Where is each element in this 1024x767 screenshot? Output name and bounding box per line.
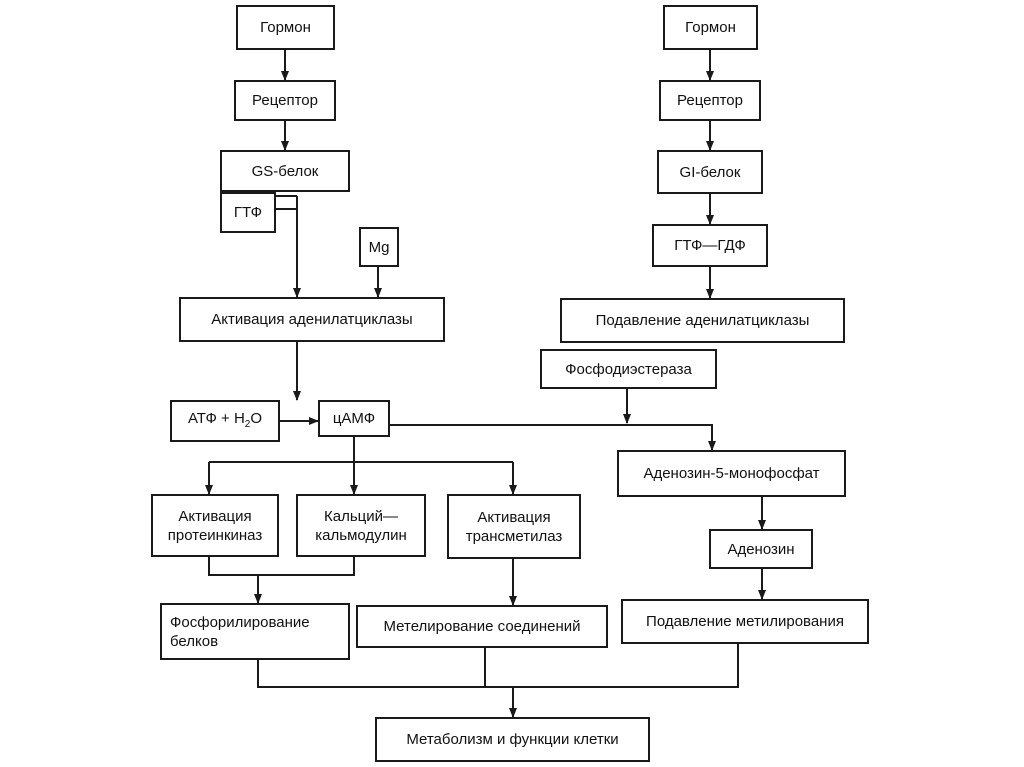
- metabolism-box: Метаболизм и функции клетки: [375, 717, 650, 762]
- atf-h2o-prefix: АТФ + H: [187, 409, 245, 427]
- activation-ac-box: Активация аденилатциклазы: [179, 297, 445, 342]
- suppression-ac-label: Подавление аденилатциклазы: [595, 312, 810, 329]
- atf-h2o-suffix: O: [250, 409, 263, 427]
- receptor-box-right: Рецептор: [659, 80, 761, 121]
- suppression-ac-box: Подавление аденилатциклазы: [560, 298, 845, 343]
- gs-protein-label: GS-белок: [251, 162, 319, 180]
- hormone-label-left: Гормон: [260, 19, 311, 36]
- mg-box: Mg: [359, 227, 399, 267]
- calcium-calmodulin-box: Кальций— кальмодулин: [296, 494, 426, 557]
- gtf-gdf-box: ГТФ—ГДФ: [652, 224, 768, 267]
- gtf-gdf-label: ГТФ—ГДФ: [674, 237, 746, 254]
- camp-label: цАМФ: [332, 410, 376, 427]
- phosphorylation-box: Фосфорилирование белков: [160, 603, 350, 660]
- adenosine-5-mp-label: Аденозин-5-монофосфат: [643, 465, 820, 482]
- receptor-label-left: Рецептор: [252, 92, 318, 109]
- camp-box: цАМФ: [318, 400, 390, 437]
- adenosine-box: Аденозин: [709, 529, 813, 569]
- act-transmethylases-box: Активация трансметилаз: [447, 494, 581, 559]
- gi-protein-label: GI-белок: [679, 163, 741, 181]
- gs-protein-box: GS-белок: [220, 150, 350, 192]
- mg-label: Mg: [368, 238, 390, 256]
- gtf-label-left: ГТФ: [233, 204, 263, 221]
- adenosine-5-mp-box: Аденозин-5-монофосфат: [617, 450, 846, 497]
- gi-protein-box: GI-белок: [657, 150, 763, 194]
- act-transmethylases-label: Активация трансметилаз: [465, 508, 563, 545]
- phosphorylation-label: Фосфорилирование белков: [170, 613, 310, 650]
- atf-h2o-label: АТФ + H2O: [188, 409, 262, 434]
- phosphodiesterase-label: Фосфодиэстераза: [565, 360, 692, 378]
- adenosine-label: Аденозин: [727, 540, 795, 558]
- hormone-box-right: Гормон: [663, 5, 758, 50]
- calcium-calmodulin-label: Кальций— кальмодулин: [315, 507, 407, 544]
- receptor-label-right: Рецептор: [677, 92, 743, 109]
- methylation-compounds-box: Метелирование соединений: [356, 605, 608, 648]
- suppression-methylation-label: Подавление метилирования: [646, 613, 844, 630]
- receptor-box-left: Рецептор: [234, 80, 336, 121]
- metabolism-label: Метаболизм и функции клетки: [406, 731, 619, 748]
- activation-ac-label: Активация аденилатциклазы: [211, 311, 413, 328]
- atf-h2o-subscript: 2: [244, 418, 251, 430]
- atf-h2o-box: АТФ + H2O: [170, 400, 280, 442]
- act-proteinkinases-label: Активация протеинкиназ: [167, 507, 263, 544]
- act-proteinkinases-box: Активация протеинкиназ: [151, 494, 279, 557]
- phosphodiesterase-box: Фосфодиэстераза: [540, 349, 717, 389]
- suppression-methylation-box: Подавление метилирования: [621, 599, 869, 644]
- gtf-box-left: ГТФ: [220, 192, 276, 233]
- hormone-label-right: Гормон: [685, 19, 736, 36]
- hormone-box-left: Гормон: [236, 5, 335, 50]
- methylation-compounds-label: Метелирование соединений: [383, 618, 581, 635]
